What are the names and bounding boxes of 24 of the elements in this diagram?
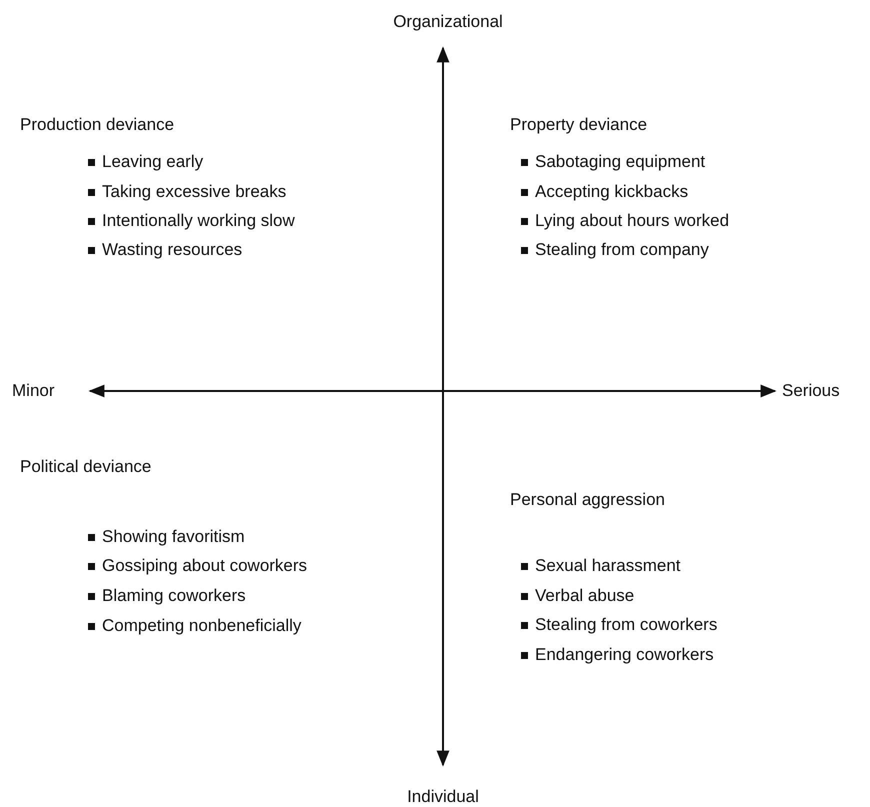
list-item: Gossiping about coworkers (102, 556, 308, 576)
list-item: Intentionally working slow (102, 211, 295, 231)
list-item: Sabotaging equipment (535, 152, 706, 172)
axis-label: Organizational (393, 12, 503, 32)
list-item: Verbal abuse (535, 586, 634, 606)
list-item: Showing favoritism (102, 527, 245, 547)
list-item: Stealing from company (535, 240, 709, 260)
quadrant-heading: Political deviance (20, 457, 152, 477)
quadrant-heading: Personal aggression (510, 490, 665, 510)
list-item: Blaming coworkers (102, 586, 246, 606)
quadrant-heading: Production deviance (20, 115, 174, 135)
axis-label: Individual (407, 787, 479, 807)
list-item: Sexual harassment (535, 556, 681, 576)
list-item: Wasting resources (102, 240, 242, 260)
list-item: Competing nonbeneficially (102, 616, 302, 636)
axis-label: Minor (12, 381, 55, 401)
list-item: Lying about hours worked (535, 211, 730, 231)
list-item: Endangering coworkers (535, 645, 714, 665)
list-item: Leaving early (102, 152, 204, 172)
quadrant-heading: Property deviance (510, 115, 648, 135)
list-item: Taking excessive breaks (102, 182, 286, 202)
list-item: Stealing from coworkers (535, 615, 718, 635)
list-item: Accepting kickbacks (535, 182, 688, 202)
axis-label: Serious (782, 381, 840, 401)
